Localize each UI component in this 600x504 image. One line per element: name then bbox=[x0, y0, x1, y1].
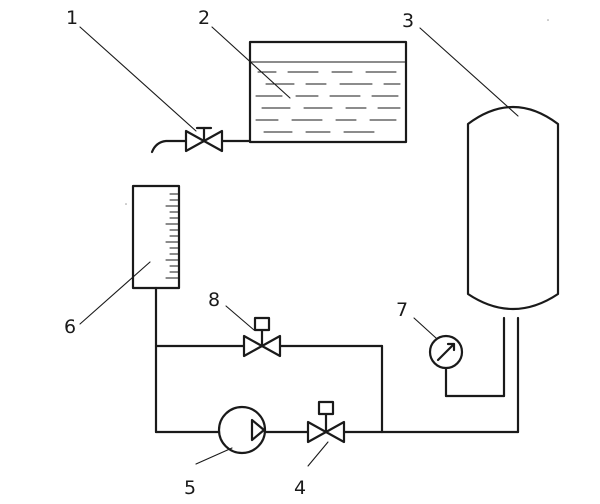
level-gauge-ticks bbox=[165, 193, 180, 279]
label-5: 5 bbox=[184, 477, 196, 499]
inlet-pipe bbox=[150, 139, 252, 154]
label-2: 2 bbox=[198, 7, 210, 29]
water-tank bbox=[248, 40, 408, 144]
label-8: 8 bbox=[208, 289, 220, 311]
bypass-valve bbox=[242, 316, 282, 358]
piping bbox=[154, 286, 520, 434]
speck-marks bbox=[125, 19, 549, 205]
pressure-gauge bbox=[428, 334, 464, 370]
label-3: 3 bbox=[402, 10, 414, 32]
tank-water-dashes bbox=[255, 71, 401, 133]
leader-lines bbox=[79, 26, 519, 467]
label-7: 7 bbox=[396, 299, 408, 321]
pump bbox=[217, 405, 267, 455]
inlet-valve bbox=[184, 126, 224, 153]
label-1: 1 bbox=[66, 7, 78, 29]
level-gauge bbox=[131, 184, 181, 290]
main-valve bbox=[306, 400, 346, 444]
pressure-vessel bbox=[466, 106, 560, 310]
label-4: 4 bbox=[294, 477, 306, 499]
label-6: 6 bbox=[64, 316, 76, 338]
